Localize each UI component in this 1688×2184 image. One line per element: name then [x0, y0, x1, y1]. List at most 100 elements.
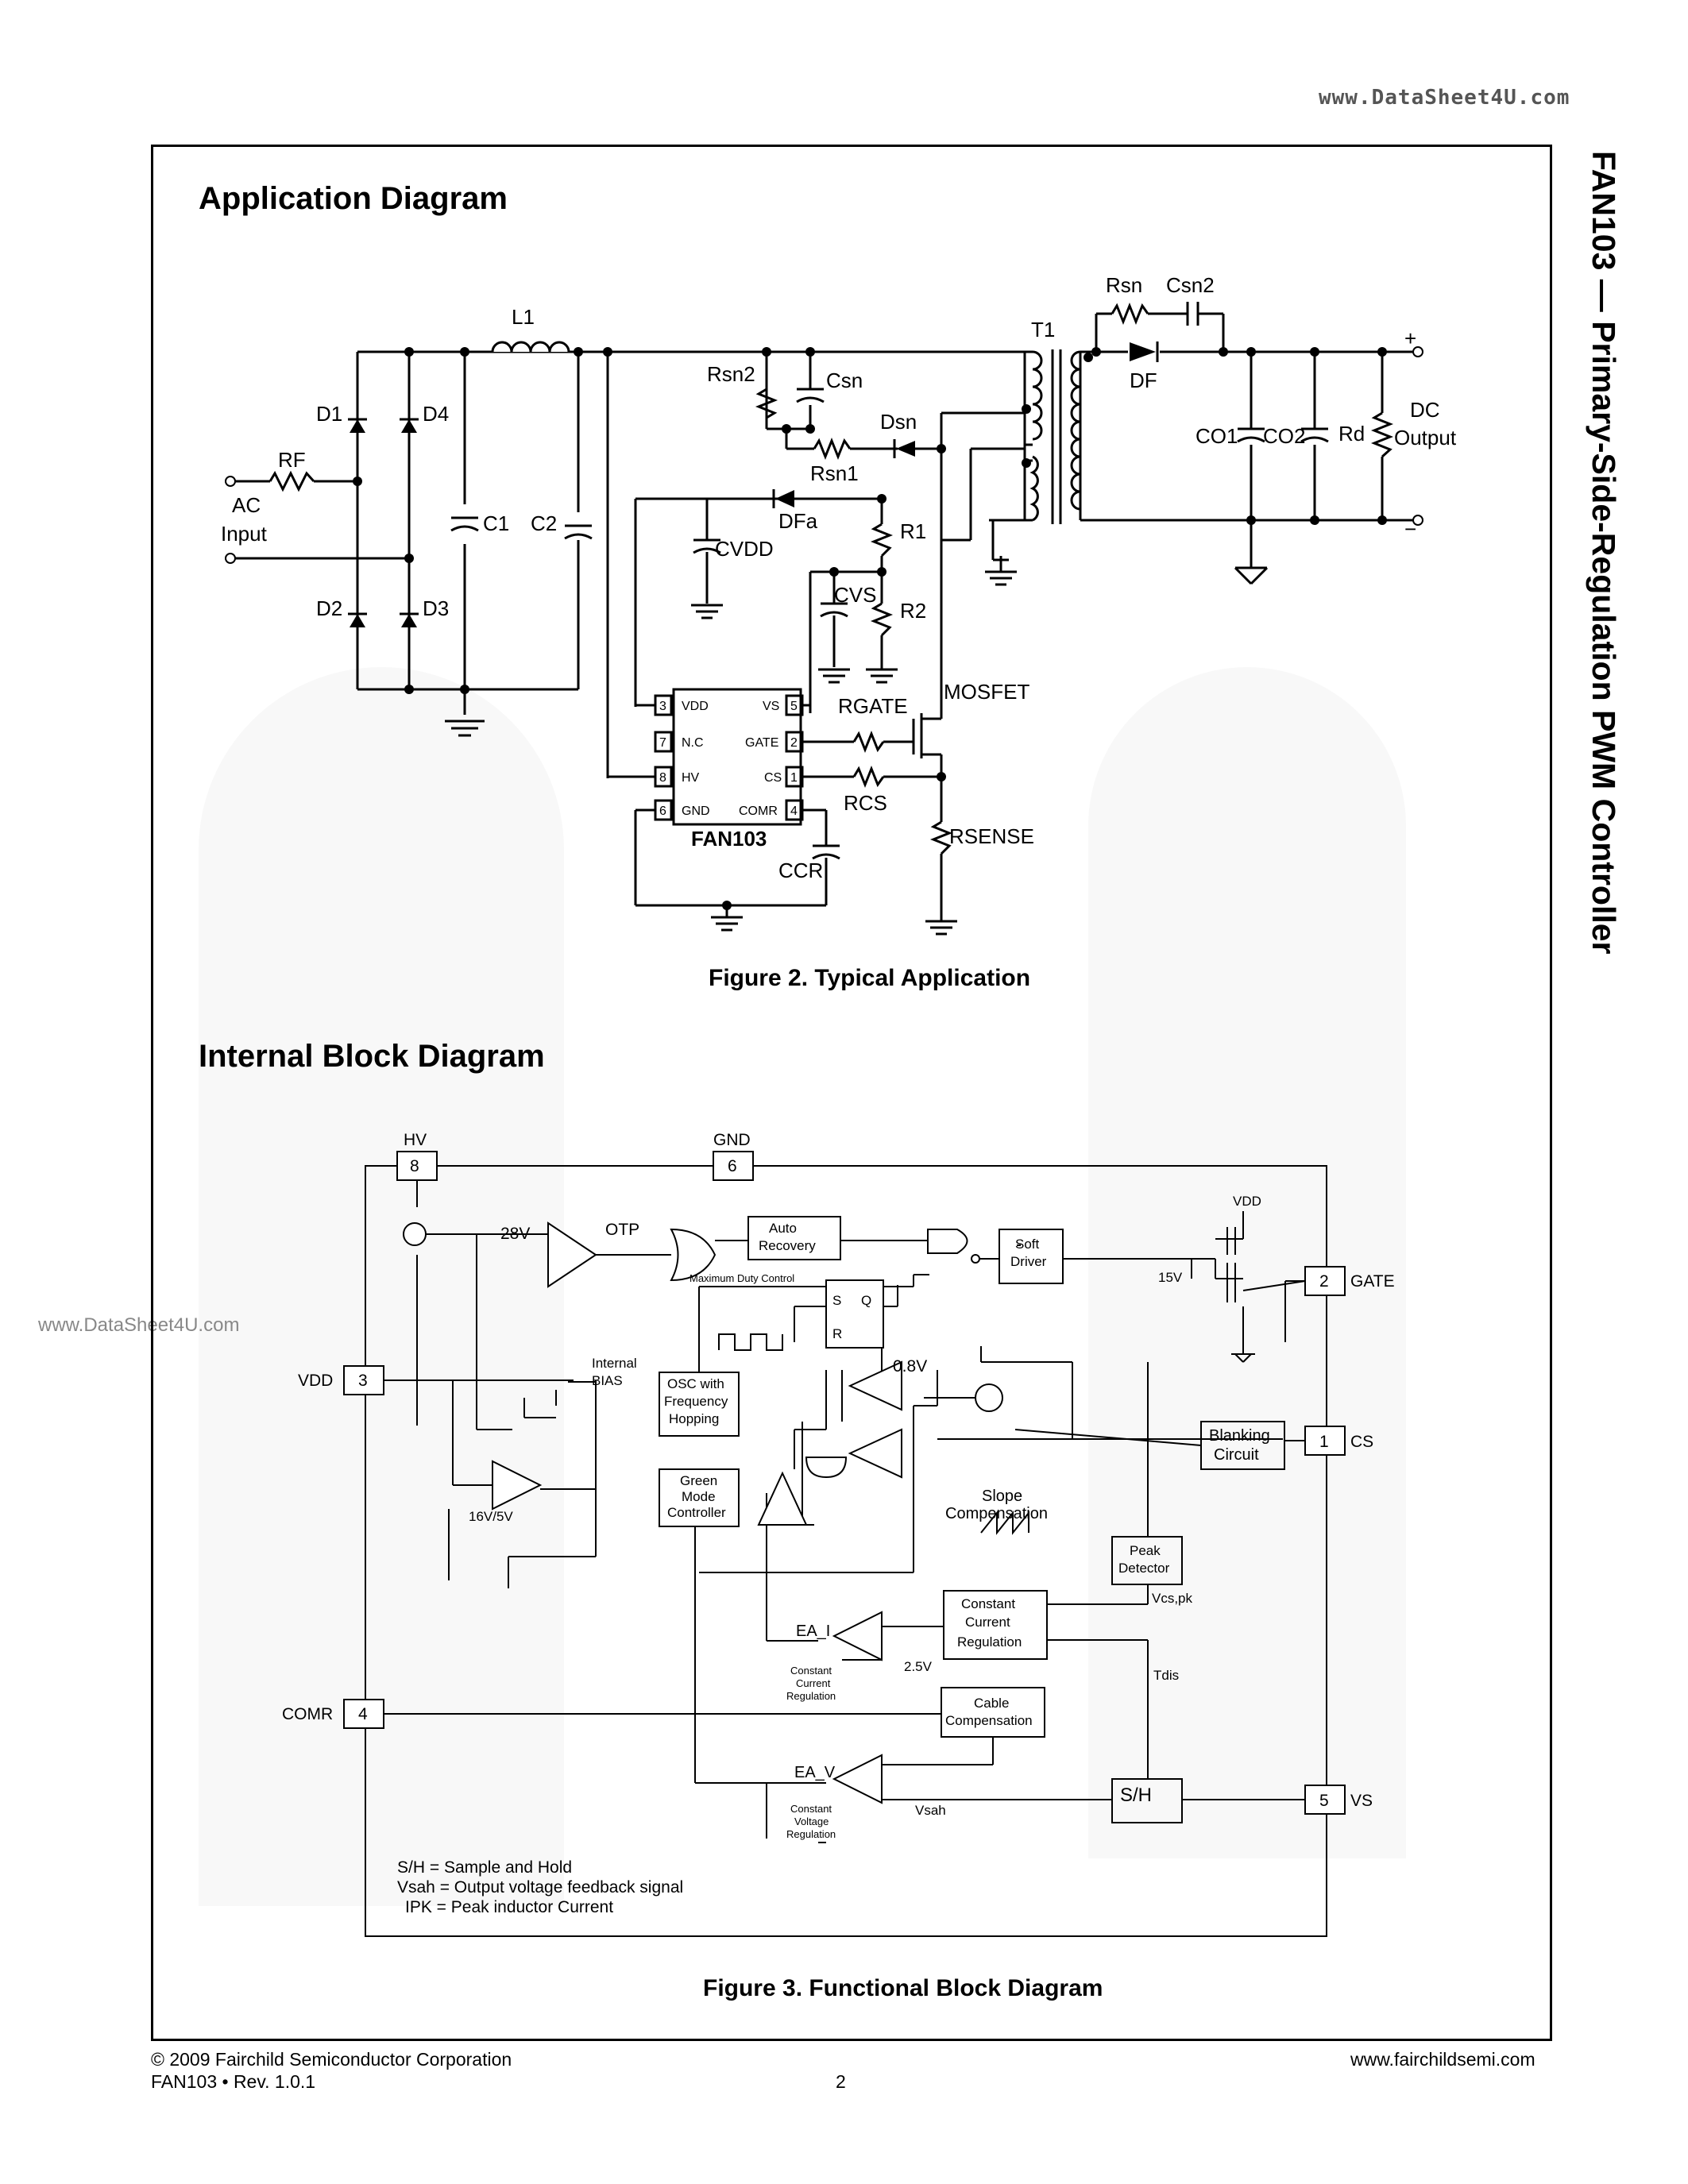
label-ea-i: EA_I — [796, 1623, 830, 1640]
application-heading: Application Diagram — [199, 181, 508, 216]
block-cable-1: Cable — [974, 1696, 1009, 1711]
block-sh: S/H — [1120, 1785, 1152, 1806]
label-ea-v: EA_V — [794, 1764, 836, 1781]
label-RGATE: RGATE — [838, 694, 908, 718]
label-DFa: DFa — [778, 509, 818, 533]
label-minus: − — [1404, 517, 1416, 541]
label-CCR: CCR — [778, 859, 823, 882]
pin-cs-num: 1 — [1319, 1433, 1329, 1451]
label-R1: R1 — [900, 519, 926, 543]
pin-gate-num: 2 — [1319, 1272, 1329, 1291]
block-diagram: HV 8 GND 6 VDD 3 COMR 4 GATE 2 CS 1 VS 5… — [282, 1131, 1395, 1937]
label-CVS: CVS — [834, 583, 876, 607]
label-vsah: Vsah — [915, 1803, 946, 1818]
watermark-top: www.DataSheet4U.com — [1319, 86, 1570, 110]
label-cc-1: Constant — [790, 1665, 832, 1677]
pin-vs: VS — [763, 700, 779, 713]
background-logo-part — [1088, 667, 1406, 1858]
pin-gate: GATE — [745, 736, 778, 750]
label-output: Output — [1394, 426, 1457, 450]
label-Dsn: Dsn — [880, 410, 917, 434]
chip-name: FAN103 — [691, 827, 767, 851]
label-slope-1: Slope — [982, 1488, 1022, 1505]
pin-hv: HV — [682, 771, 700, 785]
pin-cs-label: CS — [1350, 1433, 1373, 1451]
label-cv-1: Constant — [790, 1803, 832, 1815]
label-max-duty: Maximum Duty Control — [689, 1272, 794, 1284]
label-C1: C1 — [483, 511, 509, 535]
label-C2: C2 — [531, 511, 557, 535]
block-osc-1: OSC with — [667, 1376, 724, 1391]
label-vdd-top: VDD — [1233, 1194, 1261, 1209]
label-bias: BIAS — [592, 1373, 623, 1388]
watermark-left: www.DataSheet4U.com — [38, 1314, 240, 1336]
label-DF: DF — [1130, 369, 1157, 392]
label-25v: 2.5V — [904, 1659, 933, 1674]
label-CVDD: CVDD — [715, 537, 774, 561]
pin-hv-num: 8 — [410, 1157, 419, 1175]
label-28v: 28V — [500, 1225, 530, 1243]
pin-hv-label: HV — [404, 1131, 427, 1149]
label-tdis: Tdis — [1153, 1668, 1179, 1683]
legend-line-1: S/H = Sample and Hold — [397, 1858, 572, 1877]
label-mosfet: MOSFET — [944, 680, 1029, 704]
footer-website[interactable]: www.fairchildsemi.com — [1350, 2049, 1535, 2070]
block-ccr-2: Current — [965, 1615, 1010, 1630]
figure-2-caption: Figure 2. Typical Application — [709, 965, 1031, 991]
pin-gnd: GND — [682, 805, 710, 818]
pin-comr-num: 4 — [358, 1705, 368, 1723]
label-internal: Internal — [592, 1356, 637, 1371]
pin-vdd-num: 3 — [358, 1372, 368, 1390]
pin-num-7: 7 — [659, 736, 666, 750]
label-Rsn: Rsn — [1106, 273, 1142, 297]
block-green-2: Mode — [682, 1489, 716, 1504]
footer-copyright: © 2009 Fairchild Semiconductor Corporati… — [151, 2049, 512, 2070]
label-08v: 0.8V — [893, 1357, 927, 1376]
label-D4: D4 — [423, 402, 449, 426]
pin-gnd-num: 6 — [728, 1157, 737, 1175]
pin-num-6: 6 — [659, 805, 666, 818]
label-Rsn1: Rsn1 — [810, 461, 859, 485]
label-Csn2: Csn2 — [1166, 273, 1215, 297]
block-auto-1: Auto — [769, 1221, 797, 1236]
label-CO1: CO1 — [1196, 424, 1238, 448]
block-green-3: Controller — [667, 1505, 726, 1520]
pin-vs-label: VS — [1350, 1792, 1373, 1810]
block-ccr-3: Regulation — [957, 1634, 1022, 1650]
block-blanking-1: Blanking — [1209, 1427, 1270, 1445]
block-auto-2: Recovery — [759, 1238, 816, 1253]
label-cc-2: Current — [796, 1677, 831, 1689]
label-plus: + — [1404, 326, 1416, 350]
label-input: Input — [221, 522, 268, 546]
block-soft-1: Soft — [1015, 1237, 1040, 1252]
block-peak-2: Detector — [1118, 1561, 1170, 1576]
footer-page-number: 2 — [836, 2071, 846, 2092]
pin-vdd-label: VDD — [298, 1372, 333, 1390]
pin-num-1: 1 — [790, 771, 798, 785]
pin-num-8: 8 — [659, 771, 666, 785]
application-schematic: L1 RF AC Input D1 D4 D2 D3 C1 C2 T1 Rsn … — [221, 273, 1457, 936]
label-slope-2: Compensation — [945, 1505, 1048, 1522]
label-R2: R2 — [900, 599, 926, 623]
label-D2: D2 — [316, 596, 342, 620]
pin-comr-label: COMR — [282, 1705, 333, 1723]
block-osc-2: Frequency — [664, 1394, 728, 1409]
label-Csn: Csn — [826, 369, 863, 392]
label-ac: AC — [232, 493, 261, 517]
block-osc-3: Hopping — [669, 1411, 719, 1426]
pin-num-5: 5 — [790, 700, 798, 713]
label-Rsn2: Rsn2 — [707, 362, 755, 386]
label-q: Q — [861, 1293, 871, 1308]
block-heading: Internal Block Diagram — [199, 1039, 545, 1074]
block-blanking-2: Circuit — [1214, 1446, 1259, 1464]
legend-line-3: IPK = Peak inductor Current — [405, 1898, 613, 1916]
legend-line-2: Vsah = Output voltage feedback signal — [397, 1878, 683, 1897]
label-RCS: RCS — [844, 791, 887, 815]
pin-comr: COMR — [739, 805, 778, 818]
pin-nc: N.C — [682, 736, 704, 750]
label-otp: OTP — [605, 1221, 639, 1239]
page-frame — [151, 145, 1552, 2041]
footer-revision: FAN103 • Rev. 1.0.1 — [151, 2071, 316, 2092]
label-D3: D3 — [423, 596, 449, 620]
label-RSENSE: RSENSE — [949, 824, 1034, 848]
